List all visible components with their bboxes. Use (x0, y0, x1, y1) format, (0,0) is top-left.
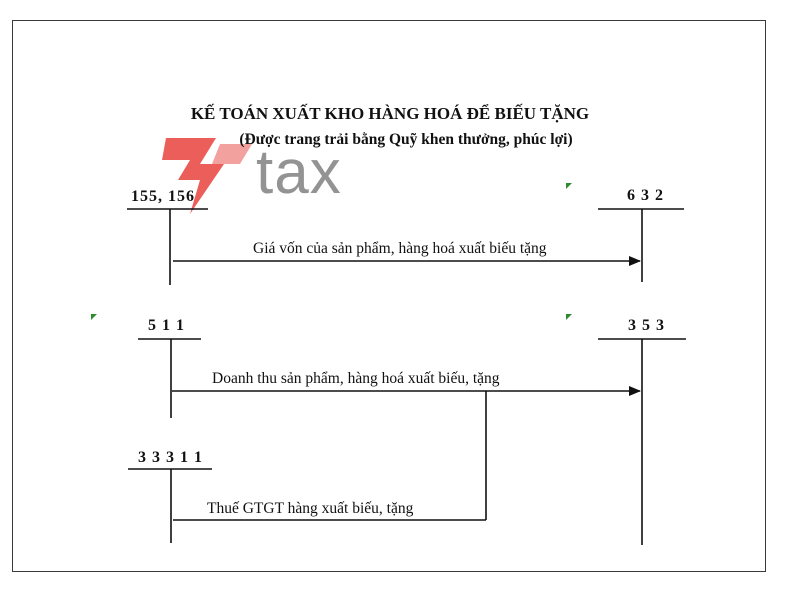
flow-label-cost: Giá vốn của sản phẩm, hàng hoá xuất biếu… (253, 240, 547, 257)
account-353: 3 5 3 (628, 317, 665, 334)
mark-2 (91, 314, 97, 320)
diagram-title: KẾ TOÁN XUẤT KHO HÀNG HOÁ ĐỂ BIẾU TẶNG (190, 104, 590, 123)
flow-label-vat: Thuế GTGT hàng xuất biếu, tặng (207, 500, 414, 517)
watermark-text: tax (256, 138, 342, 207)
diagram-subtitle: (Được trang trải bằng Quỹ khen thưởng, p… (239, 131, 573, 148)
diagram-frame (12, 20, 766, 572)
mark-3 (566, 314, 572, 320)
flow-label-revenue: Doanh thu sản phẩm, hàng hoá xuất biếu, … (212, 370, 500, 387)
account-155-156: 155, 156 (131, 188, 195, 205)
account-511: 5 1 1 (148, 317, 185, 334)
account-632: 6 3 2 (627, 187, 664, 204)
mark-1 (566, 183, 572, 189)
watermark-logo-icon (162, 138, 252, 214)
account-33311: 3 3 3 1 1 (138, 449, 203, 466)
